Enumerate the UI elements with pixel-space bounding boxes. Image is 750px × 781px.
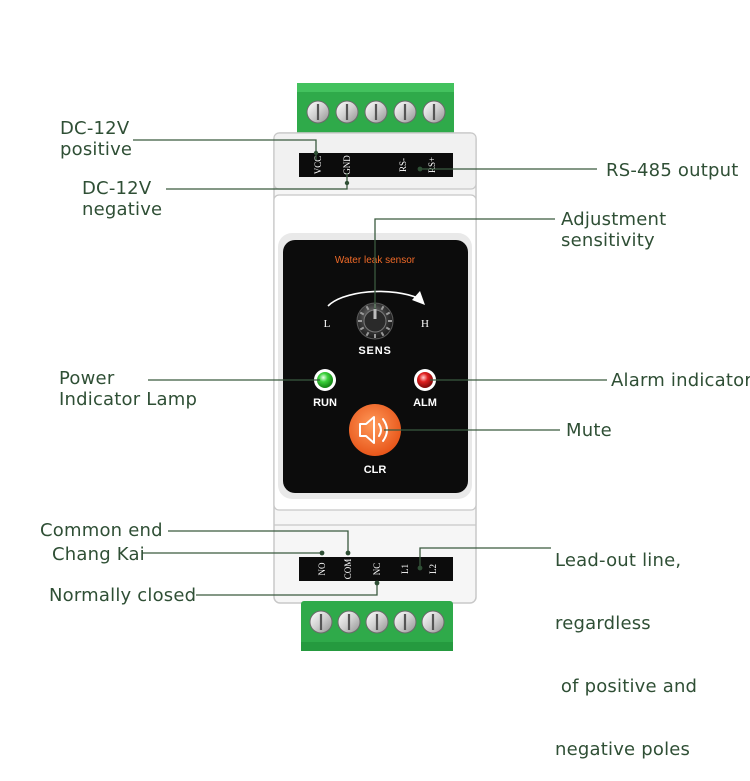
callout-common: Common end — [40, 520, 163, 541]
callout-alarm: Alarm indicator — [611, 370, 750, 391]
alm-label: ALM — [413, 397, 437, 409]
bottom-terminal-screw-icon — [421, 610, 445, 634]
bottom-terminal-block — [301, 601, 453, 651]
callout-normally-closed: Normally closed — [49, 585, 197, 606]
knob-grip-ridge — [365, 331, 370, 337]
knob-grip-ridge — [365, 305, 370, 311]
leader-lines — [133, 139, 607, 596]
callout-dc-positive: DC-12V positive — [60, 118, 133, 160]
knob-grip-ridge — [385, 311, 391, 316]
run-label: RUN — [313, 397, 337, 409]
top-terminal-screw-icon — [393, 100, 417, 124]
knob-grip-ridge — [359, 311, 365, 316]
top-terminal-screw-icon — [335, 100, 359, 124]
top-terminal-label-rs: RS+ — [427, 157, 437, 173]
top-terminal-label-vcc: VCC — [313, 156, 323, 175]
bottom-terminal-label-no: NO — [317, 562, 327, 575]
top-terminal-label-rs: RS- — [398, 158, 408, 172]
bottom-terminal-labels: NO COM NC L1 L2 — [317, 559, 438, 580]
knob-left-label: L — [324, 318, 331, 330]
callout-dc-negative: DC-12V negative — [82, 178, 163, 220]
run-led — [314, 369, 336, 391]
arrow-head-icon — [412, 291, 425, 305]
top-terminal-block — [297, 83, 454, 135]
knob-right-label: H — [421, 318, 429, 330]
knob-grip-ridge — [385, 326, 391, 331]
top-terminal-screw-icon — [364, 100, 388, 124]
knob-grip-ridge — [380, 305, 385, 311]
top-terminal-labels: VCC GND RS- RS+ — [313, 155, 437, 175]
sens-label: SENS — [358, 345, 391, 357]
callout-mute: Mute — [566, 420, 612, 441]
bottom-terminal-label-nc: NC — [372, 563, 382, 576]
callout-lead-out: Lead-out line, regardless of positive an… — [555, 550, 698, 760]
callout-rs485: RS-485 output — [606, 160, 739, 181]
alm-led — [414, 369, 436, 391]
knob-grip-ridge — [359, 326, 365, 331]
rotation-arc — [327, 290, 419, 307]
callout-adjust: Adjustment sensitivity — [561, 209, 667, 251]
bottom-terminal-screw-icon — [365, 610, 389, 634]
knob-grip-ridge — [380, 331, 385, 337]
bottom-terminal-label-l1: L1 — [400, 564, 410, 574]
bottom-terminal-label-com: COM — [343, 559, 353, 580]
device-diagram: Water leak sensor L H SENS RUN ALM — [133, 83, 607, 651]
leader-dots — [313, 150, 423, 586]
callout-power: Power Indicator Lamp — [59, 368, 198, 410]
top-terminal-screw-icon — [422, 100, 446, 124]
top-terminal-label-gnd: GND — [342, 155, 352, 175]
bottom-terminal-label-l2: L2 — [428, 564, 438, 574]
sensitivity-knob[interactable] — [356, 302, 394, 340]
bottom-terminal-screw-icon — [309, 610, 333, 634]
callout-chang-kai: Chang Kai — [52, 544, 145, 565]
clr-label: CLR — [364, 464, 387, 476]
bottom-terminal-screw-icon — [337, 610, 361, 634]
top-terminal-screw-icon — [306, 100, 330, 124]
bottom-terminal-screw-icon — [393, 610, 417, 634]
